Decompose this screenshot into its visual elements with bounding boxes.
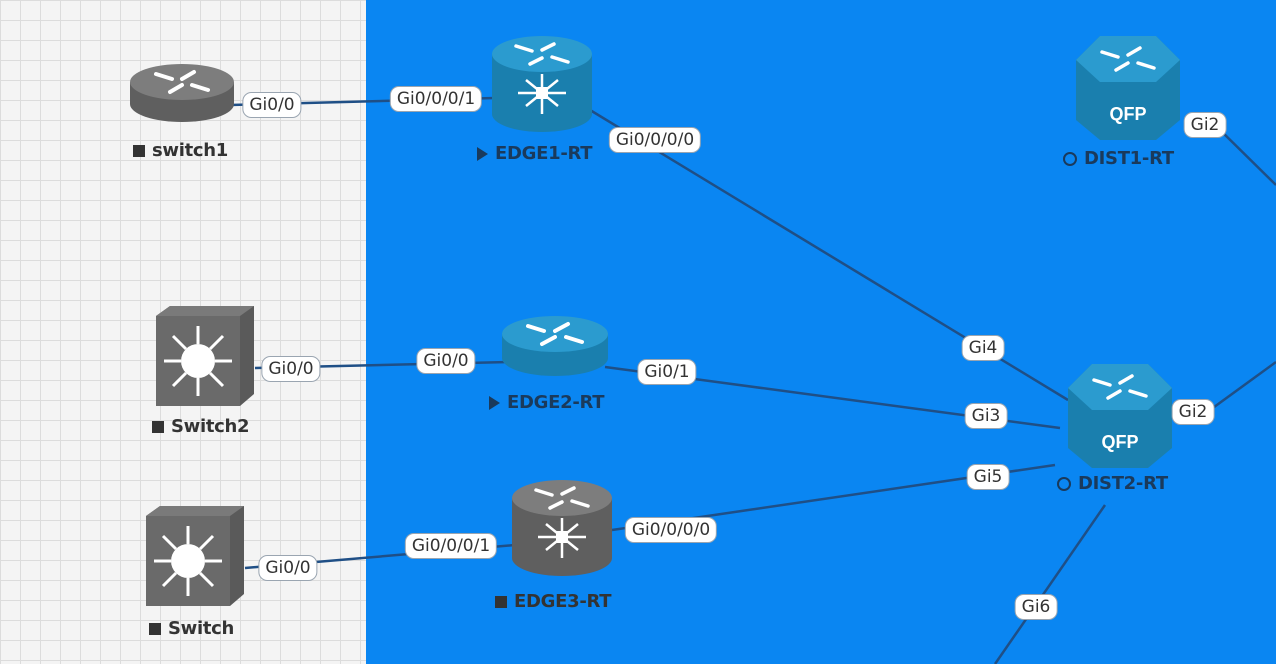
node-label-dist2: DIST2-RT [1057,473,1168,494]
layer3-switch-icon[interactable] [140,502,250,610]
interface-label-switch-gi0-0[interactable]: Gi0/0 [258,555,318,581]
svg-text:QFP: QFP [1101,432,1138,452]
interface-label-dist1-gi2[interactable]: Gi2 [1183,112,1227,138]
interface-label-dist2-gi4[interactable]: Gi4 [961,335,1005,361]
node-label-edge2: EDGE2-RT [489,392,605,413]
router-switch-gray-icon[interactable] [508,472,616,582]
node-label-edge1: EDGE1-RT [477,143,593,164]
clock-icon [1057,477,1071,491]
clock-icon [1063,152,1077,166]
qfp-router-icon[interactable]: QFP [1062,356,1178,474]
link-dist2-right [1209,360,1276,412]
svg-text:QFP: QFP [1109,104,1146,124]
play-icon [477,147,488,161]
link-dist1-right [1214,124,1276,186]
stopped-icon [152,421,164,433]
node-label-edge3: EDGE3-RT [495,591,612,612]
interface-label-edge3-gi0-0-0-0[interactable]: Gi0/0/0/0 [624,517,718,543]
router-switch-blue-icon[interactable] [488,28,596,138]
stopped-icon [149,623,161,635]
router-gray-icon[interactable] [126,58,238,128]
node-label-switch1: switch1 [133,140,228,161]
layer3-switch-icon[interactable] [150,302,260,410]
node-label-switch: Switch [149,618,234,639]
link-dist2-down [993,504,1107,664]
interface-label-edge1-gi0-0-0-0[interactable]: Gi0/0/0/0 [608,127,702,153]
interface-label-dist2-gi2[interactable]: Gi2 [1171,399,1215,425]
interface-label-edge1-gi0-0-0-1[interactable]: Gi0/0/0/1 [389,86,483,112]
interface-label-dist2-gi6[interactable]: Gi6 [1014,594,1058,620]
node-label-dist1: DIST1-RT [1063,148,1174,169]
interface-label-dist2-gi5[interactable]: Gi5 [966,464,1010,490]
stopped-icon [495,596,507,608]
node-label-switch2: Switch2 [152,416,250,437]
interface-label-edge3-gi0-0-0-1[interactable]: Gi0/0/0/1 [404,533,498,559]
interface-label-dist2-gi3[interactable]: Gi3 [964,403,1008,429]
play-icon [489,396,500,410]
interface-label-switch1-gi0-0[interactable]: Gi0/0 [242,92,302,118]
interface-label-edge2-gi0-0[interactable]: Gi0/0 [416,348,476,374]
router-blue-icon[interactable] [498,308,612,384]
stopped-icon [133,145,145,157]
interface-label-switch2-gi0-0[interactable]: Gi0/0 [261,356,321,382]
interface-label-edge2-gi0-1[interactable]: Gi0/1 [637,359,697,385]
qfp-router-icon[interactable]: QFP [1070,28,1186,146]
